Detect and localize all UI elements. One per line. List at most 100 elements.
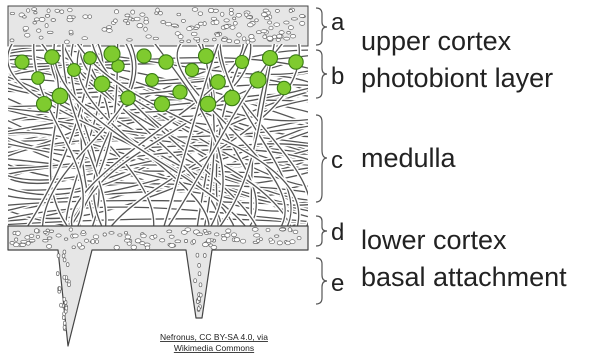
cortex-cell bbox=[16, 231, 21, 235]
layer-braces bbox=[316, 8, 327, 304]
cortex-cell bbox=[194, 279, 197, 283]
lower-cortex-and-basal-attachment bbox=[8, 226, 308, 346]
brace-d bbox=[316, 216, 327, 246]
layer-letter-e: e bbox=[331, 270, 344, 297]
photobiont-cell bbox=[45, 50, 60, 65]
cortex-cell bbox=[166, 22, 172, 26]
photobiont-cell bbox=[121, 91, 135, 105]
cortex-cell bbox=[63, 250, 66, 254]
cortex-cell bbox=[211, 245, 217, 249]
cortex-cell bbox=[161, 21, 166, 24]
cortex-cell bbox=[181, 19, 185, 22]
cortex-cell bbox=[63, 321, 66, 325]
cortex-cell bbox=[171, 24, 177, 27]
cortex-cell bbox=[131, 19, 134, 21]
cortex-cell bbox=[224, 19, 229, 22]
cortex-cell bbox=[215, 34, 219, 37]
photobiont-cell bbox=[224, 90, 239, 105]
cortex-cell bbox=[199, 283, 202, 287]
cortex-cell bbox=[95, 240, 98, 244]
attribution-line-2: Wikimedia Commons bbox=[174, 343, 254, 353]
cortex-cell bbox=[261, 13, 267, 17]
attribution-link[interactable]: Nefronus, CC BY-SA 4.0, via Wikimedia Co… bbox=[160, 332, 268, 353]
cortex-cell bbox=[32, 8, 37, 11]
cortex-cell bbox=[10, 39, 14, 42]
photobiont-cell bbox=[104, 46, 120, 62]
cortex-cell bbox=[220, 12, 224, 16]
cortex-cell bbox=[159, 11, 163, 15]
photobiont-cell bbox=[173, 85, 187, 99]
cortex-cell bbox=[107, 29, 113, 33]
cortex-cell bbox=[291, 18, 297, 20]
cortex-cell bbox=[269, 26, 273, 30]
cortex-cell bbox=[60, 303, 63, 307]
cortex-cell bbox=[293, 230, 298, 234]
cortex-cell bbox=[288, 228, 292, 232]
cortex-cell bbox=[77, 243, 81, 247]
cortex-cell bbox=[263, 35, 267, 39]
cortex-cell bbox=[37, 29, 41, 32]
cortex-cell bbox=[55, 9, 60, 12]
cortex-cell bbox=[180, 40, 184, 42]
cortex-cell bbox=[242, 37, 246, 41]
photobiont-cell bbox=[263, 51, 278, 66]
cortex-cell bbox=[197, 307, 200, 311]
cortex-cell bbox=[194, 37, 200, 40]
cortex-cell bbox=[21, 240, 27, 243]
cortex-cell bbox=[196, 253, 199, 257]
cortex-cell bbox=[49, 230, 53, 232]
cortex-cell bbox=[178, 35, 183, 39]
brace-e bbox=[316, 258, 327, 304]
cortex-cell bbox=[69, 30, 73, 33]
cortex-cell bbox=[109, 232, 114, 235]
cortex-cell bbox=[198, 297, 201, 301]
cortex-cell bbox=[233, 17, 236, 20]
cortex-cell bbox=[65, 40, 70, 44]
cortex-cell bbox=[66, 263, 69, 267]
cortex-cell bbox=[269, 238, 273, 241]
layer-name-lower-cortex: lower cortex bbox=[361, 225, 507, 255]
layer-name-photobiont-layer: photobiont layer bbox=[361, 63, 553, 93]
cortex-cell bbox=[137, 23, 143, 27]
cortex-cell bbox=[84, 239, 88, 242]
cortex-cell bbox=[284, 21, 289, 24]
cortex-cell bbox=[63, 258, 66, 262]
layer-letter-d: d bbox=[331, 219, 344, 246]
cortex-cell bbox=[275, 9, 279, 12]
cortex-cell bbox=[288, 26, 293, 30]
cortex-cell bbox=[234, 238, 240, 242]
cortex-cell bbox=[15, 238, 18, 241]
cortex-cell bbox=[263, 9, 269, 12]
layer-letter-b: b bbox=[331, 63, 344, 90]
cortex-cell bbox=[286, 241, 291, 245]
cortex-cell bbox=[144, 27, 148, 31]
cortex-cell bbox=[124, 20, 128, 23]
cortex-cell bbox=[175, 240, 181, 243]
cortex-cell bbox=[221, 39, 227, 42]
medulla-hyphae bbox=[0, 40, 316, 237]
cortex-cell bbox=[245, 13, 248, 17]
cortex-cell bbox=[83, 15, 88, 19]
cortex-cell bbox=[233, 21, 237, 25]
cortex-cell bbox=[232, 233, 237, 237]
cortex-cell bbox=[254, 234, 260, 237]
cortex-cell bbox=[63, 297, 66, 301]
cortex-cell bbox=[82, 37, 88, 40]
photobiont-cell bbox=[250, 72, 266, 88]
cortex-cell bbox=[197, 233, 203, 236]
cortex-cell bbox=[68, 8, 73, 12]
cortex-cell bbox=[274, 23, 280, 27]
cortex-cell bbox=[236, 13, 242, 17]
cortex-cell bbox=[155, 12, 158, 15]
cortex-cell bbox=[60, 10, 64, 14]
cortex-cell bbox=[125, 235, 131, 239]
brace-a bbox=[316, 8, 327, 45]
photobiont-cell bbox=[211, 75, 226, 90]
cortex-cell bbox=[43, 231, 47, 233]
cortex-cell bbox=[33, 22, 37, 25]
cortex-cell bbox=[181, 231, 187, 235]
cortex-cell bbox=[34, 229, 38, 233]
cortex-cell bbox=[65, 306, 68, 310]
cortex-cell bbox=[107, 26, 112, 29]
